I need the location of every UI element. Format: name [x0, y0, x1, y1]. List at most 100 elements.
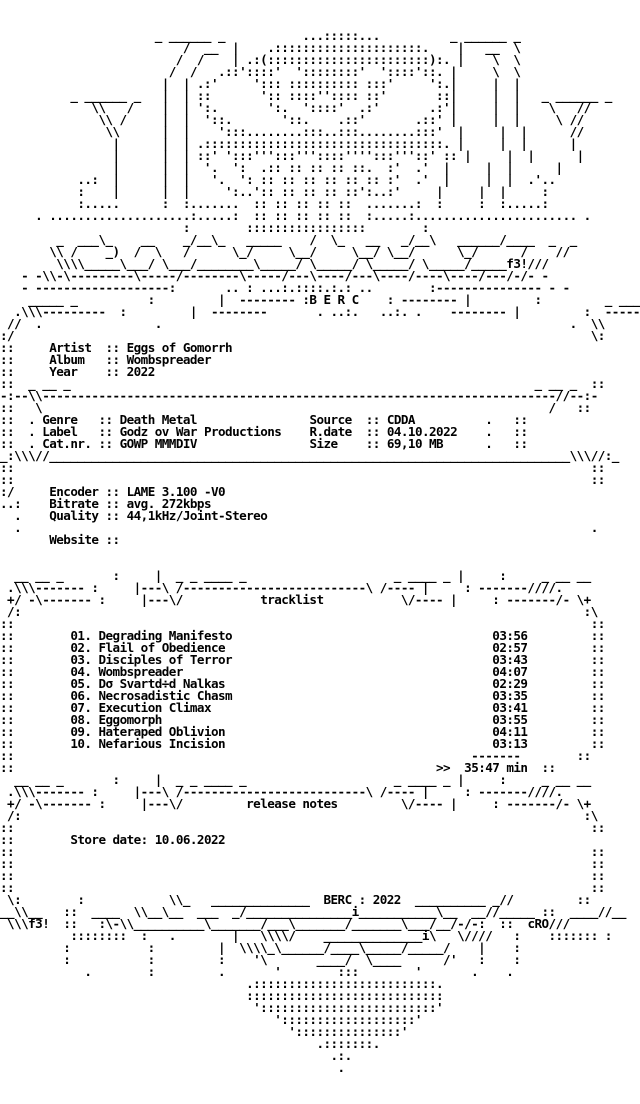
- track-time: 03:13: [492, 736, 528, 751]
- border: ::: [527, 736, 606, 751]
- track-number: 05.: [70, 676, 92, 691]
- border: ::: [0, 688, 71, 703]
- track-row: :: 06. Necrosadistic Chasm 03:35 ::: [0, 688, 640, 703]
- footer-art: :: :\-\\__________\_______/___\_______/_…: [49, 916, 528, 931]
- track-title: Nefarious Incision: [98, 736, 493, 751]
- header-art-line: \\ | | ':::........:::..:::........:::' …: [0, 125, 640, 138]
- separator: ::: [105, 352, 127, 367]
- footer-art: : : : '\ ____/ \____ /' : :: [0, 952, 521, 967]
- footer-art: \\\: [0, 916, 29, 931]
- border: ::: [0, 628, 71, 643]
- border-line: :: ::: [0, 881, 640, 894]
- total-time: 35:47 min: [464, 760, 528, 775]
- border: ::: [0, 724, 71, 739]
- footer-art-line: ':::::::::::::::::::::::::': [0, 1000, 640, 1015]
- banner-art-line: // . . . \\: [0, 316, 640, 331]
- track-row: :: 02. Flail of Obedience 02:57 ::: [0, 640, 640, 655]
- border: :: ::: [0, 616, 605, 631]
- border: ::: [527, 700, 606, 715]
- track-number: 01.: [70, 628, 92, 643]
- store-date: 10.06.2022: [154, 832, 226, 847]
- border: ::: [0, 340, 50, 355]
- separator: ::: [98, 424, 120, 439]
- header-art: . ....................:.....: :: :: :: :…: [0, 208, 591, 223]
- border: :: ::: [0, 844, 605, 859]
- info-value: 04.10.2022: [386, 424, 486, 439]
- notes-art: \/---- | : -------/- \+: [337, 796, 591, 811]
- track-number: 08.: [70, 712, 92, 727]
- border: .: [0, 508, 50, 523]
- track-time: 02:29: [492, 676, 528, 691]
- tracklist-art-line: .\\\------- : |---\ /-------------------…: [0, 581, 640, 594]
- info-value: 44,1kHz/Joint-Stereo: [126, 508, 268, 523]
- header-art: | | | .:::::::::::::::::::::::::::::::::…: [0, 136, 578, 151]
- notes-art: .\\\------- : |---\ /-------------------…: [0, 784, 563, 799]
- separator: ::: [105, 340, 127, 355]
- header-art: : ::::::::::::::::: :: [0, 220, 430, 235]
- header-art-line: | | | .:::::::::::::::::::::::::::::::::…: [0, 136, 640, 151]
- header-art: | | | '. ': .:: :: :: :: ::. :' .' | | |…: [0, 160, 564, 175]
- banner-art-line: - -\\-\---------\-----/--------\-----/--…: [0, 269, 640, 282]
- notes-art-line: __ __ _ : | _ _ ____ _ _ ____ _ | : _ __…: [0, 772, 640, 787]
- total-prefix: >>: [436, 760, 451, 775]
- border: :: .: [0, 412, 43, 427]
- footer-art-line: ::::::::::::::::::::::::::::: [0, 989, 640, 1002]
- border-line: :: ::: [0, 473, 640, 486]
- track-number: 07.: [70, 700, 92, 715]
- border: . ::: [485, 424, 528, 439]
- track-row: :: 04. Wombspreader 04:07 ::: [0, 664, 640, 679]
- info-label: Size: [309, 436, 366, 451]
- header-art: ..: | | | '. ': :: :: :: :: :: :: :' .' …: [0, 172, 556, 187]
- header-art: \\ / | | '::. '::. .::' .::' | | | \ //: [0, 112, 584, 127]
- banner-art: _ ___\_ __ _/__\_ _____ / \_ __ _/__\ __…: [0, 232, 577, 247]
- bitrate-row: ..: Bitrate :: avg. 272kbps: [0, 496, 640, 511]
- border: ::: [0, 832, 71, 847]
- tracklist-art: \/---- | : -------/- \+: [323, 592, 591, 607]
- header-art: \\ / | | ':. ':. '::::' .:' .:'| | | \ /…: [0, 100, 591, 115]
- track-number: 06.: [70, 688, 92, 703]
- separator: ::: [105, 532, 127, 547]
- info-label: Year: [49, 364, 106, 379]
- separator-line: _:\\\//_________________________________…: [0, 449, 640, 462]
- border: :: ::: [0, 856, 605, 871]
- banner-art-line: \\\\_____\___/ \___/________\_____/ \___…: [0, 257, 640, 270]
- info-label: Album: [49, 352, 106, 367]
- header-art: | | | ::' ':::''':::'''::::'''':::'''::'…: [0, 148, 585, 163]
- info-value: avg. 272kbps: [126, 496, 212, 511]
- header-art: / / | .:(:::::::::::::::::::::::):. | \ …: [0, 52, 521, 67]
- separator: ::: [98, 412, 120, 427]
- info-value: Death Metal: [119, 412, 310, 427]
- border-line: :/ \:: [0, 329, 640, 342]
- footer-art: ':::::::::::::::::::::::::': [0, 1000, 444, 1015]
- info-label: Cat.nr.: [42, 436, 99, 451]
- border: ::: [0, 712, 71, 727]
- footer-art: ':::::::::::::::::::': [0, 1012, 422, 1027]
- footer-art-line: .::::::::::::::::::::::::::.: [0, 977, 640, 990]
- header-art-line: / / | .:(:::::::::::::::::::::::):. | \ …: [0, 52, 640, 67]
- footer-art-line: ':::::::::::::::': [0, 1025, 640, 1038]
- track-number: 02.: [70, 640, 92, 655]
- separator: ::: [98, 436, 120, 451]
- track-time: 03:35: [492, 688, 528, 703]
- label-row: :: . Label :: Godz ov War Productions R.…: [0, 424, 640, 439]
- banner-art: // . . . \\: [0, 316, 605, 331]
- footer-art-line: : : : '\ ____/ \____ /' : :: [0, 952, 640, 967]
- artist-row: :: Artist :: Eggs of Gomorrh: [0, 340, 640, 355]
- tracklist-art: __ __ _ : | _ _ ____ _ _ ____ _ | : _ __…: [0, 568, 591, 583]
- banner-art: - -------------------: .. : ...:.::::.:.…: [0, 280, 570, 295]
- border: ::: [0, 664, 71, 679]
- border: ::: [520, 748, 592, 763]
- info-label: Website: [49, 532, 106, 547]
- quality-row: . Quality :: 44,1kHz/Joint-Stereo: [0, 508, 640, 523]
- footer-art-line: .: [0, 1061, 640, 1074]
- header-art-line: | | | '. ': .:: :: :: :: ::. :' .' | | |…: [0, 160, 640, 175]
- info-label: Bitrate: [49, 496, 106, 511]
- header-art-line: . ....................:.....: :: :: :: :…: [0, 208, 640, 223]
- border: :: ::: [0, 820, 605, 835]
- notes-art: __ __ _ : | _ _ ____ _ _ ____ _ | : _ __…: [0, 772, 591, 787]
- track-time: 03:41: [492, 700, 528, 715]
- track-title: Necrosadistic Chasm: [98, 688, 493, 703]
- footer-art: .:.: [0, 1048, 353, 1063]
- info-label: Artist: [49, 340, 106, 355]
- notes-title-line: +/ -\------- : |---\/ release notes \/--…: [0, 796, 640, 811]
